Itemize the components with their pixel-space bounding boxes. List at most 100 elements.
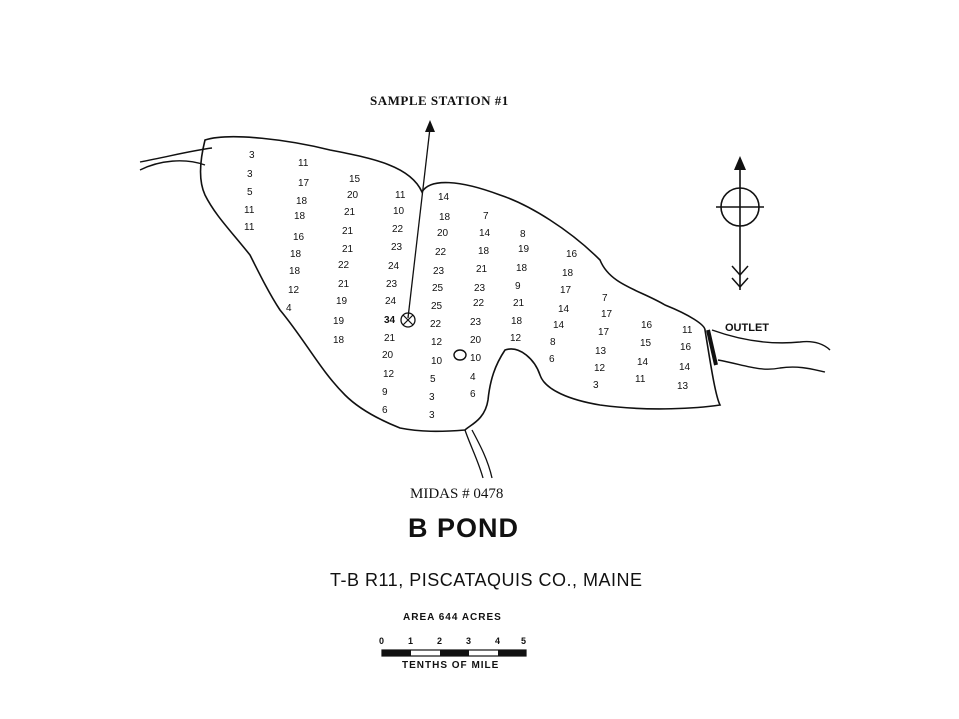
depth-sounding: 7 <box>602 293 608 304</box>
depth-sounding: 19 <box>333 316 345 327</box>
depth-sounding: 4 <box>286 303 292 314</box>
depth-sounding: 23 <box>391 242 403 253</box>
depth-sounding: 12 <box>288 285 300 296</box>
depth-sounding: 14 <box>479 228 491 239</box>
depth-sounding: 22 <box>338 260 350 271</box>
depth-sounding: 16 <box>293 232 305 243</box>
depth-sounding: 14 <box>637 357 649 368</box>
depth-sounding: 3 <box>429 410 435 421</box>
scale-tick: 2 <box>437 636 443 646</box>
depth-sounding: 16 <box>641 320 653 331</box>
depth-sounding: 23 <box>433 266 445 277</box>
depth-sounding: 3 <box>593 380 599 391</box>
depth-sounding: 21 <box>342 244 354 255</box>
pond-location: T-B R11, PISCATAQUIS CO., MAINE <box>330 570 643 590</box>
sample-station-label: SAMPLE STATION #1 <box>370 93 509 108</box>
island <box>453 349 467 361</box>
station-arrowhead <box>425 120 435 132</box>
depth-sounding: 18 <box>439 212 451 223</box>
depth-sounding: 17 <box>598 327 610 338</box>
depth-sounding: 18 <box>333 335 345 346</box>
depth-sounding: 16 <box>566 249 578 260</box>
north-arrow-icon <box>716 156 764 290</box>
depth-sounding: 5 <box>247 187 253 198</box>
depth-sounding: 21 <box>476 264 488 275</box>
depth-sounding: 3 <box>247 169 253 180</box>
depth-sounding: 21 <box>513 298 525 309</box>
depth-sounding: 8 <box>520 229 526 240</box>
pond-title: B POND <box>408 513 520 543</box>
depth-sounding: 9 <box>382 387 388 398</box>
depth-sounding: 18 <box>296 196 308 207</box>
depth-sounding: 12 <box>510 333 522 344</box>
depth-sounding: 11 <box>682 325 693 336</box>
depth-sounding: 12 <box>594 363 606 374</box>
depth-sounding: 14 <box>679 362 691 373</box>
outlet-label: OUTLET <box>725 322 769 334</box>
depth-sounding: 18 <box>511 316 523 327</box>
depth-sounding: 20 <box>470 335 482 346</box>
depth-sounding: 21 <box>344 207 356 218</box>
depth-sounding: 10 <box>431 356 443 367</box>
scale-tick: 0 <box>379 636 385 646</box>
pond-area: AREA 644 ACRES <box>403 612 502 623</box>
depth-sounding: 15 <box>349 174 361 185</box>
depth-sounding: 21 <box>384 333 396 344</box>
station-arrow <box>407 127 431 319</box>
depth-sounding: 18 <box>562 268 574 279</box>
depth-sounding: 13 <box>677 381 689 392</box>
depth-sounding: 22 <box>430 319 442 330</box>
depth-sounding: 6 <box>382 405 388 416</box>
scale-label: TENTHS OF MILE <box>402 660 500 671</box>
depth-sounding: 16 <box>680 342 692 353</box>
depth-sounding: 14 <box>438 192 450 203</box>
depth-sounding: 22 <box>392 224 404 235</box>
depth-sounding: 23 <box>386 279 398 290</box>
depth-sounding: 12 <box>431 337 443 348</box>
depth-sounding: 11 <box>635 374 646 385</box>
depth-sounding: 11 <box>395 190 406 201</box>
depth-sounding: 23 <box>470 317 482 328</box>
depth-sounding: 4 <box>470 372 476 383</box>
south-stream <box>464 429 493 479</box>
depth-sounding: 21 <box>342 226 354 237</box>
depth-sounding: 11 <box>244 205 255 216</box>
depth-sounding: 34 <box>384 315 396 326</box>
midas-id: MIDAS # 0478 <box>410 486 504 502</box>
depth-sounding: 3 <box>429 392 435 403</box>
depth-sounding: 13 <box>595 346 607 357</box>
depth-sounding: 6 <box>470 389 476 400</box>
depth-soundings: 3 3 5 11 11 11 17 18 18 16 18 18 12 4 15 20 21 21 21 22 21 19… <box>244 150 693 421</box>
depth-sounding: 12 <box>383 369 395 380</box>
station-marker <box>400 312 416 328</box>
depth-sounding: 24 <box>385 296 397 307</box>
depth-sounding: 9 <box>515 281 521 292</box>
depth-sounding: 25 <box>432 283 444 294</box>
depth-sounding: 11 <box>244 222 255 233</box>
depth-sounding: 20 <box>382 350 394 361</box>
depth-sounding: 18 <box>289 266 301 277</box>
outlet-dam <box>706 329 718 366</box>
depth-sounding: 18 <box>290 249 302 260</box>
depth-sounding: 23 <box>474 283 486 294</box>
scale-tick: 3 <box>466 636 472 646</box>
depth-sounding: 18 <box>516 263 528 274</box>
depth-sounding: 14 <box>558 304 570 315</box>
depth-sounding: 18 <box>294 211 306 222</box>
depth-sounding: 14 <box>553 320 565 331</box>
scale-tick: 5 <box>521 636 527 646</box>
depth-sounding: 10 <box>470 353 482 364</box>
depth-sounding: 8 <box>550 337 556 348</box>
depth-sounding: 5 <box>430 374 436 385</box>
depth-sounding: 7 <box>483 211 489 222</box>
depth-sounding: 17 <box>560 285 572 296</box>
depth-sounding: 18 <box>478 246 490 257</box>
scale-bar <box>381 649 527 657</box>
depth-sounding: 11 <box>298 158 309 169</box>
depth-sounding: 24 <box>388 261 400 272</box>
depth-sounding: 6 <box>549 354 555 365</box>
depth-sounding: 19 <box>336 296 348 307</box>
depth-sounding: 22 <box>473 298 485 309</box>
depth-sounding: 15 <box>640 338 652 349</box>
